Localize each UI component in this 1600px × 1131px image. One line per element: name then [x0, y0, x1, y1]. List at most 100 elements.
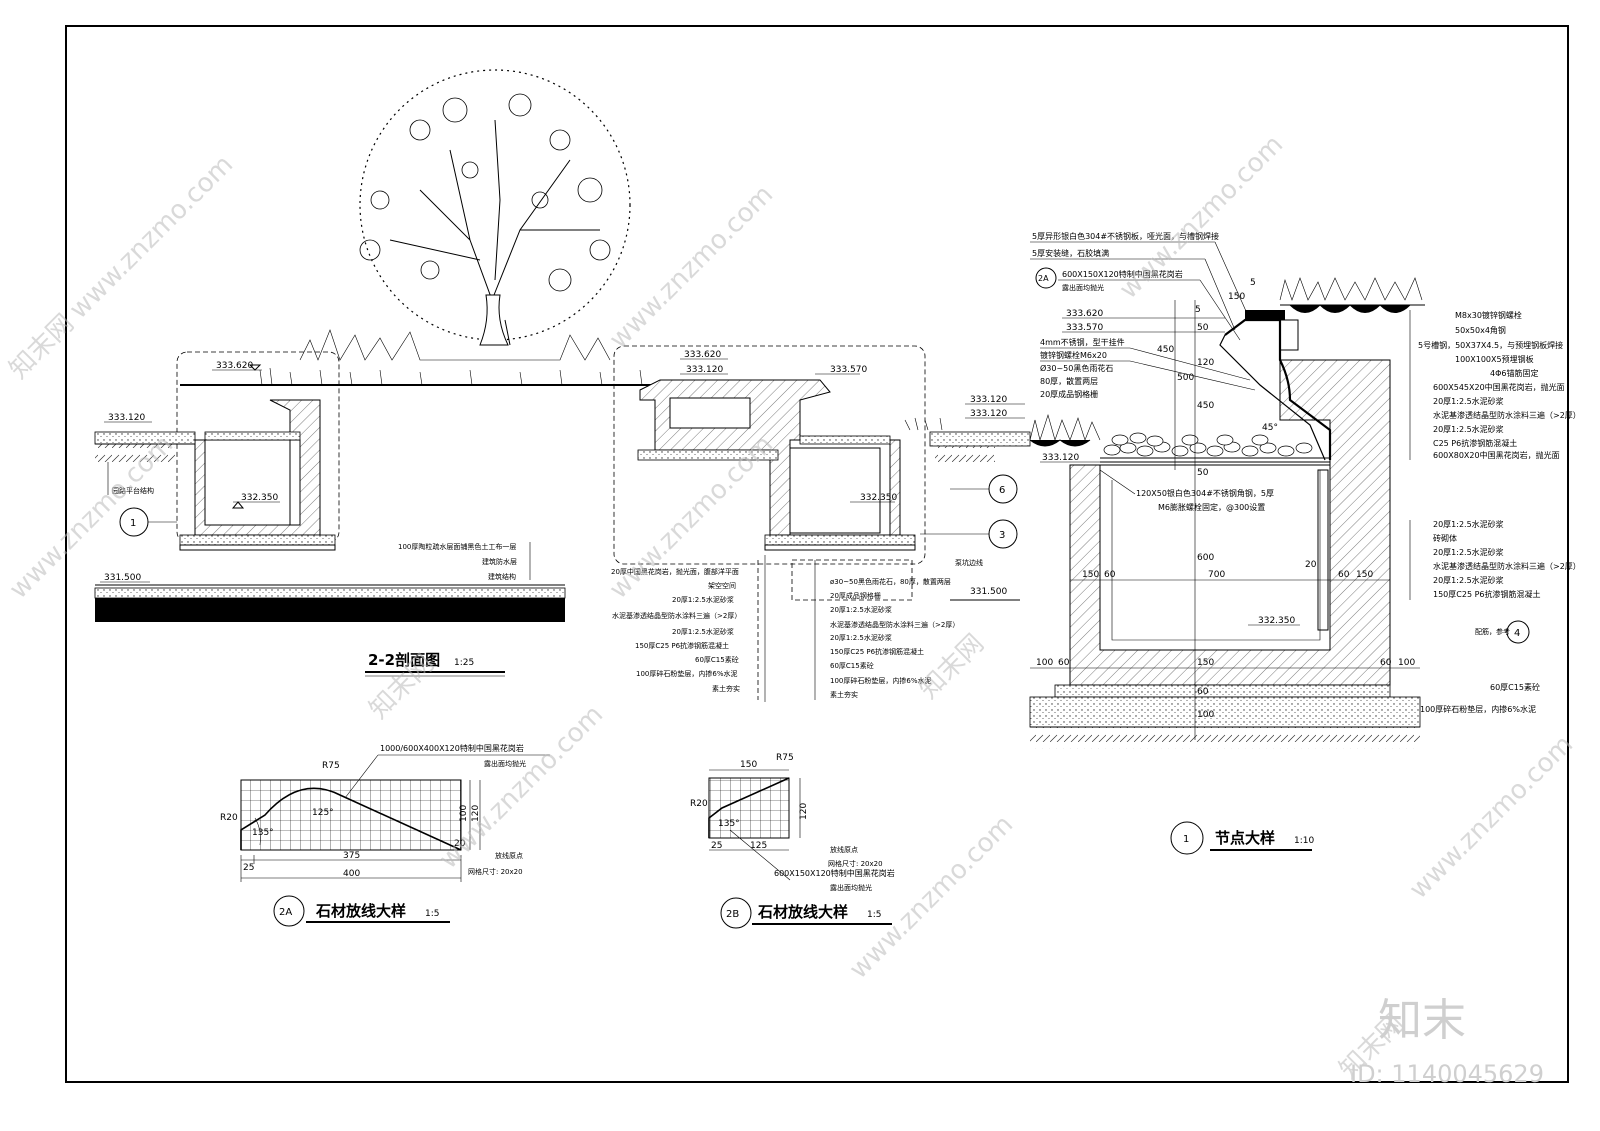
- callout-label: 100厚陶粒疏水层面铺黑色土工布一层: [398, 542, 516, 551]
- callout-label: 50x50x4角钢: [1455, 325, 1506, 335]
- dim: 500: [1177, 373, 1194, 383]
- dim: 60: [1380, 658, 1392, 668]
- node-scale: 1:10: [1294, 836, 1314, 846]
- watermark-logo: 知末: [1378, 995, 1466, 1046]
- callout-label: 水泥基渗透结晶型防水涂料三遍（>2厚）: [1433, 410, 1581, 420]
- mark-2b: 2B: [726, 909, 739, 920]
- callout-label: 600X80X20中国黑花岗岩，抛光面: [1433, 450, 1560, 460]
- detail-scale: 1:5: [867, 910, 881, 920]
- dim: 150: [740, 760, 757, 770]
- callout-label: 水泥基渗透结晶型防水涂料三遍（>2厚）: [612, 611, 741, 620]
- elev-label: 332.350: [1258, 616, 1295, 626]
- section-title: 2-2剖面图: [368, 651, 440, 669]
- watermark-text: 知末网: [4, 309, 80, 385]
- note: 网格尺寸: 20x20: [468, 867, 523, 876]
- note: 放线原点: [495, 851, 523, 860]
- watermark-text: www.znzmo.com: [4, 430, 179, 605]
- elevations-mid: 333.620 333.120 333.570 332.350 333.120 …: [680, 350, 1025, 597]
- elev-label: 333.620: [684, 350, 721, 360]
- dim: R75: [322, 761, 340, 771]
- dim: 25: [243, 863, 254, 873]
- note: 放线原点: [830, 845, 858, 854]
- callout-label: 建筑结构: [488, 572, 516, 581]
- dim: 100: [1036, 658, 1053, 668]
- callout-label: 20厚1:2.5水泥砂浆: [830, 633, 892, 642]
- callout-label: 4Φ6锚筋固定: [1490, 368, 1538, 378]
- horizontal-dimensions: 150 60 700 60 150 20 100 60 60 100: [1030, 560, 1420, 669]
- note: 600X150X120特制中国黑花岗岩: [774, 868, 895, 878]
- note-pit-edge: 泵坑边线: [955, 558, 983, 567]
- callout-label: 20厚成品钢格栅: [830, 591, 881, 600]
- dim: 700: [1208, 570, 1225, 580]
- callout-label: 20厚1:2.5水泥砂浆: [1433, 547, 1504, 557]
- callout-label: 60厚C15素砼: [830, 661, 874, 670]
- dim: 20: [454, 839, 466, 849]
- mark-6: 6: [999, 485, 1005, 496]
- dim: 150: [1082, 570, 1099, 580]
- callout-label: 素土夯实: [830, 690, 858, 699]
- callout-label: M6膨胀螺栓固定，@300设置: [1158, 502, 1265, 512]
- dim: 50: [1197, 323, 1209, 333]
- dim: 135°: [252, 828, 274, 838]
- right-callouts: ø30~50黑色雨花石，80厚，散置两层 20厚成品钢格栅 20厚1:2.5水泥…: [814, 560, 959, 700]
- callout-label: 20厚1:2.5水泥砂浆: [1433, 424, 1504, 434]
- dim: 60: [1104, 570, 1116, 580]
- dim: 150: [1228, 292, 1245, 302]
- dim: 120: [799, 803, 809, 820]
- watermark-text: www.znzmo.com: [1404, 730, 1579, 905]
- right-callouts-top: M8x30镀锌钢螺栓 50x50x4角钢 5号槽钢，50X37X4.5，与预埋钢…: [1409, 310, 1581, 460]
- callout-label: M8x30镀锌钢螺栓: [1455, 310, 1522, 320]
- detail-scale: 1:5: [425, 909, 439, 919]
- callout-label: 150厚C25 P6抗渗钢筋混凝土: [1433, 589, 1541, 599]
- dim: 125: [750, 841, 767, 851]
- callout-label: 600X150X120特制中国黑花岗岩: [1062, 269, 1183, 279]
- elev-label: 333.120: [970, 395, 1007, 405]
- callout-label: 镀锌钢螺栓M6x20: [1040, 350, 1107, 360]
- vertical-dimensions: 5 50 120 450 500 450 50 600 150 60 100 5…: [1157, 278, 1278, 720]
- callout-label: 150厚C25 P6抗渗钢筋混凝土: [830, 647, 924, 656]
- dim: 120: [1197, 358, 1214, 368]
- dim: 50: [1197, 468, 1209, 478]
- mark-2a: 2A: [279, 907, 292, 918]
- mark-1: 1: [1183, 834, 1189, 845]
- callout-label: 600X545X20中国黑花岗岩，抛光面: [1433, 382, 1565, 392]
- callout-label: ø30~50黑色雨花石，80厚，散置两层: [830, 577, 951, 586]
- mid-callouts: 20厚中国黑花岗岩，抛光面，腹部洋平面 架空空间 20厚1:2.5水泥砂浆 水泥…: [611, 555, 766, 702]
- dim: 60: [1338, 570, 1350, 580]
- sheet-frame: [65, 25, 1569, 1083]
- elev-label: 332.350: [241, 493, 278, 503]
- callout-label: Ø30~50黑色雨花石: [1040, 363, 1113, 373]
- watermark-text: www.znzmo.com: [844, 810, 1019, 985]
- dim: 5: [1195, 305, 1201, 315]
- mark-2a: 2A: [1038, 274, 1049, 283]
- elev-label: 333.570: [830, 365, 867, 375]
- callout-label: 80厚，散置两层: [1040, 376, 1098, 386]
- callout-label: 配筋，参考: [1475, 627, 1510, 636]
- mark-1: 1: [130, 518, 136, 529]
- watermark-id: ID: 1140045629: [1350, 1060, 1544, 1088]
- dim: R75: [776, 753, 794, 763]
- dim: 60: [1058, 658, 1070, 668]
- right-callouts-mid: 20厚1:2.5水泥砂浆 砖砌体 20厚1:2.5水泥砂浆 水泥基渗透结晶型防水…: [1409, 519, 1581, 714]
- callout-label: 4mm不锈钢，型干挂件: [1040, 337, 1125, 347]
- tree-icon: [359, 69, 631, 346]
- note: 网格尺寸: 20x20: [828, 859, 883, 868]
- note: 露出面均抛光: [830, 883, 872, 892]
- dim: 25: [711, 841, 722, 851]
- callout-label: 5厚安装缝，石胶填满: [1032, 248, 1109, 258]
- callout-label: 150厚C25 P6抗渗钢筋混凝土: [635, 641, 729, 650]
- watermark-text: 知末网: [914, 629, 990, 705]
- elev-label: 333.120: [108, 413, 145, 423]
- elev-label: 333.570: [1066, 323, 1103, 333]
- callout-label: 60厚C15素砼: [695, 655, 739, 664]
- callout-label: 20厚1:2.5水泥砂浆: [1433, 575, 1504, 585]
- callout-label: 100X100X5预埋钢板: [1455, 354, 1534, 364]
- watermark-text: www.znzmo.com: [64, 150, 239, 325]
- node-title: 节点大样: [1215, 829, 1275, 847]
- detail-title: 石材放线大样: [757, 903, 848, 921]
- note: 1000/600X400X120特制中国黑花岗岩: [380, 743, 524, 753]
- callout-label: 20厚1:2.5水泥砂浆: [1433, 519, 1504, 529]
- callout-label: 砖砌体: [1433, 533, 1457, 543]
- dim: R20: [220, 813, 238, 823]
- dim: 125°: [312, 808, 334, 818]
